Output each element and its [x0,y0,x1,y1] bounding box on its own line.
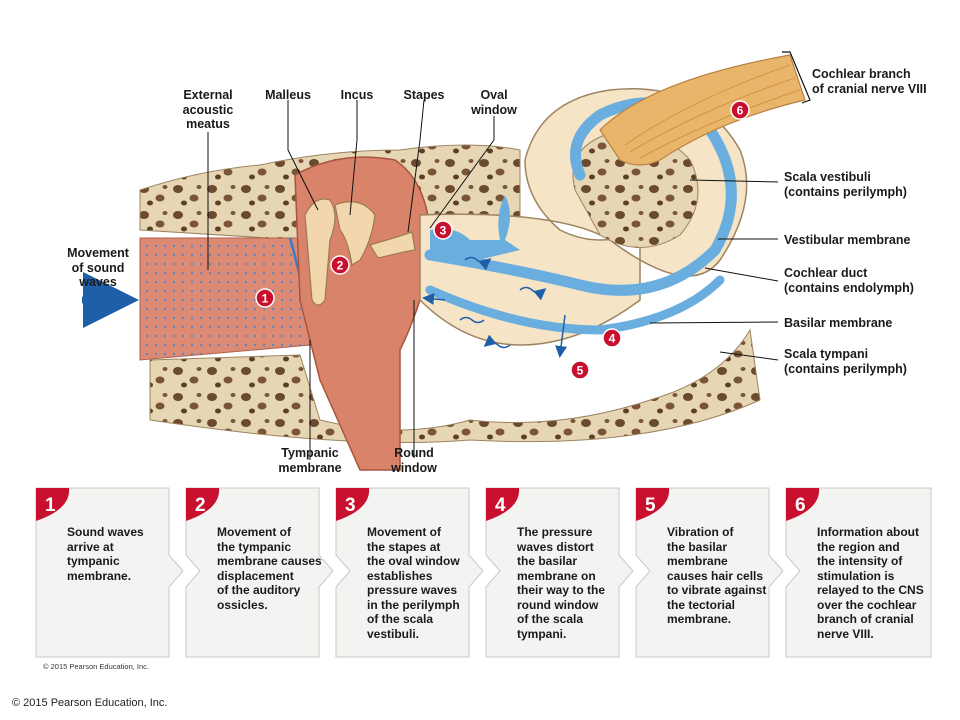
figure-copyright: © 2015 Pearson Education, Inc. [43,662,150,671]
step-6-number: 6 [795,495,806,516]
label-oval-window: Oval window [471,88,517,117]
marker-4-label: 4 [609,332,616,346]
label-stapes: Stapes [403,88,445,102]
step-2-number: 2 [195,495,206,516]
label-scala-vestibuli: Scala vestibuli (contains perilymph) [784,170,907,199]
label-round-window: Round window [391,446,437,475]
step-panels: 1 Sound waves arrive at tympanic membran… [35,487,935,659]
step-1-number: 1 [45,495,56,516]
step-4-number: 4 [495,495,506,516]
step-6-shape [785,487,932,658]
marker-1-label: 1 [262,292,269,306]
label-movement-of-sound-waves: Movement of sound waves [67,246,129,289]
step-3-text: Movement of the stapes at the oval windo… [367,525,460,641]
step-2-shape [185,487,334,658]
step-3-number: 3 [345,495,356,516]
step-3: 3 Movement of the stapes at the oval win… [335,487,484,658]
nerve-bracket [782,51,811,104]
label-incus: Incus [340,88,374,102]
label-external-acoustic-meatus: External acoustic meatus [182,88,234,131]
step-3-shape [335,487,484,658]
incus-shape [334,201,376,266]
malleus-shape [304,198,336,306]
marker-5: 5 [570,360,590,380]
step-5-text: Vibration of the basilar membrane causes… [667,525,767,626]
cochlear-nerve-shape [599,54,806,166]
step-6-text: Information about the region and the int… [817,525,924,641]
step-2: 2 Movement of the tympanic membrane caus… [185,487,334,658]
slide-copyright: © 2015 Pearson Education, Inc. [12,697,168,709]
marker-6: 6 [730,100,750,120]
marker-5-label: 5 [577,364,584,378]
step-1: 1 Sound waves arrive at tympanic membran… [35,487,184,658]
marker-3: 3 [433,220,453,240]
marker-4: 4 [602,328,622,348]
marker-1: 1 [255,288,275,308]
cochlear-duct-band [424,97,737,296]
step-1-shape [35,487,184,658]
step-6: 6 Information about the region and the i… [785,487,932,658]
lower-duct-band [425,275,725,335]
step-5-shape [635,487,784,658]
label-basilar-membrane: Basilar membrane [784,316,893,330]
oval-window-fluid [430,195,520,262]
marker-6-label: 6 [737,104,744,118]
label-vestibular-membrane: Vestibular membrane [784,233,911,247]
ear-cochlea-diagram: 1 2 3 4 5 6 [82,51,811,471]
label-tympanic-membrane: Tympanic membrane [278,446,342,475]
step-2-text: Movement of the tympanic membrane causes… [217,525,322,612]
marker-2: 2 [330,255,350,275]
step-5: 5 Vibration of the basilar membrane caus… [635,487,784,658]
marker-3-label: 3 [440,224,447,238]
step-4: 4 The pressure waves distort the basilar… [485,487,634,658]
label-malleus: Malleus [265,88,311,102]
ear-canal [139,237,311,361]
marker-2-label: 2 [337,259,344,273]
label-scala-tympani: Scala tympani (contains perilymph) [784,347,907,376]
label-cochlear-duct: Cochlear duct (contains endolymph) [784,266,914,295]
step-1-text: Sound waves arrive at tympanic membrane. [67,525,144,583]
step-4-shape [485,487,634,658]
stapes-shape [369,231,416,259]
label-cochlear-branch: Cochlear branch of cranial nerve VIII [812,67,927,96]
modiolus [572,132,699,248]
step-4-text: The pressure waves distort the basilar m… [517,525,606,641]
step-5-number: 5 [645,495,656,516]
